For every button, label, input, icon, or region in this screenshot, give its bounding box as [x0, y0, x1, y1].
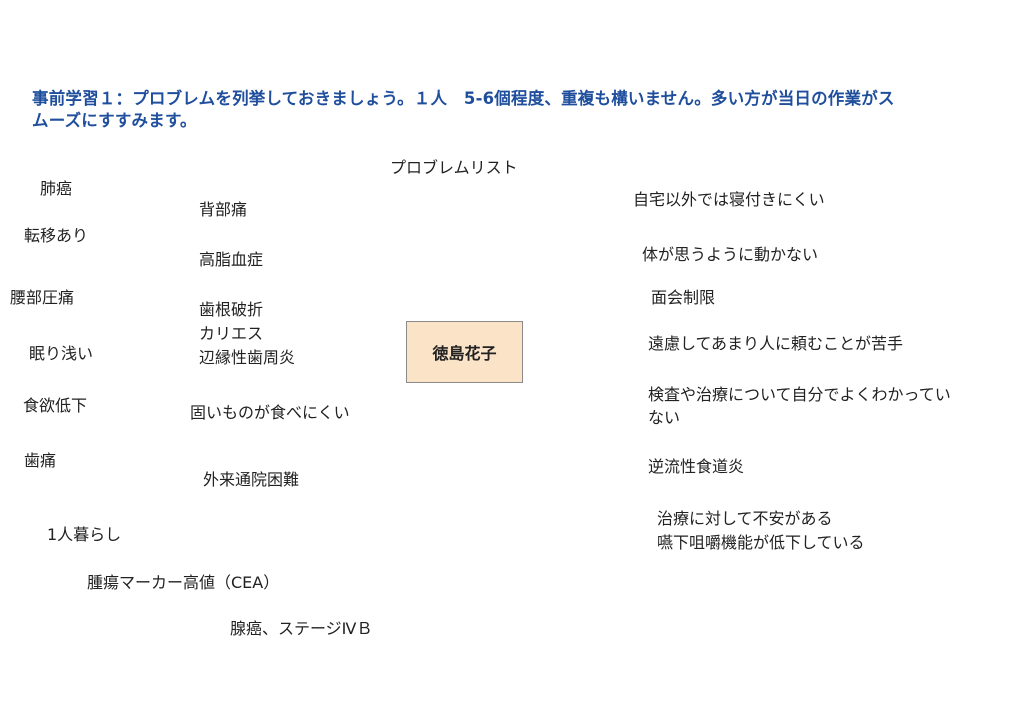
problem-item: 固いものが食べにくい	[190, 403, 350, 422]
problem-item: 腺癌、ステージⅣＢ	[230, 619, 373, 638]
problem-item: 背部痛	[199, 200, 248, 219]
problem-list-title: プロブレムリスト	[390, 158, 518, 177]
problem-item: 高脂血症	[199, 250, 264, 269]
problem-item: 食欲低下	[23, 396, 88, 415]
problem-item: 肺癌	[40, 179, 73, 198]
problem-item: 外来通院困難	[203, 470, 300, 489]
problem-item: ない	[648, 408, 681, 427]
problem-item: 腫瘍マーカー高値（CEA）	[87, 573, 280, 592]
problem-item: 歯根破折	[199, 300, 264, 319]
problem-item: 遠慮してあまり人に頼むことが苦手	[648, 334, 904, 353]
instruction-line-2: ムーズにすすみます。	[32, 111, 197, 130]
problem-item: 治療に対して不安がある	[657, 509, 833, 528]
problem-item: 嚥下咀嚼機能が低下している	[657, 533, 865, 552]
problem-item: 検査や治療について自分でよくわかってい	[648, 385, 951, 404]
instruction-heading: 事前学習１：プロブレムを列挙しておきましょう。１人 5-6個程度、重複も構いませ…	[32, 88, 982, 132]
problem-item: 辺縁性歯周炎	[199, 348, 296, 367]
problem-item: 1人暮らし	[47, 525, 122, 544]
problem-item: 体が思うように動かない	[642, 245, 819, 264]
problem-item: 面会制限	[651, 288, 716, 307]
patient-name: 徳島花子	[432, 344, 497, 363]
problem-item: 歯痛	[24, 451, 57, 470]
problem-item: カリエス	[199, 324, 264, 343]
problem-item: 転移あり	[24, 226, 89, 245]
patient-name-box: 徳島花子	[406, 321, 523, 383]
problem-item: 眠り浅い	[29, 344, 94, 363]
problem-item: 逆流性食道炎	[648, 457, 745, 476]
problem-item: 自宅以外では寝付きにくい	[633, 190, 825, 209]
instruction-line-1: 事前学習１：プロブレムを列挙しておきましょう。１人 5-6個程度、重複も構いませ…	[32, 89, 895, 108]
problem-item: 腰部圧痛	[10, 288, 75, 307]
